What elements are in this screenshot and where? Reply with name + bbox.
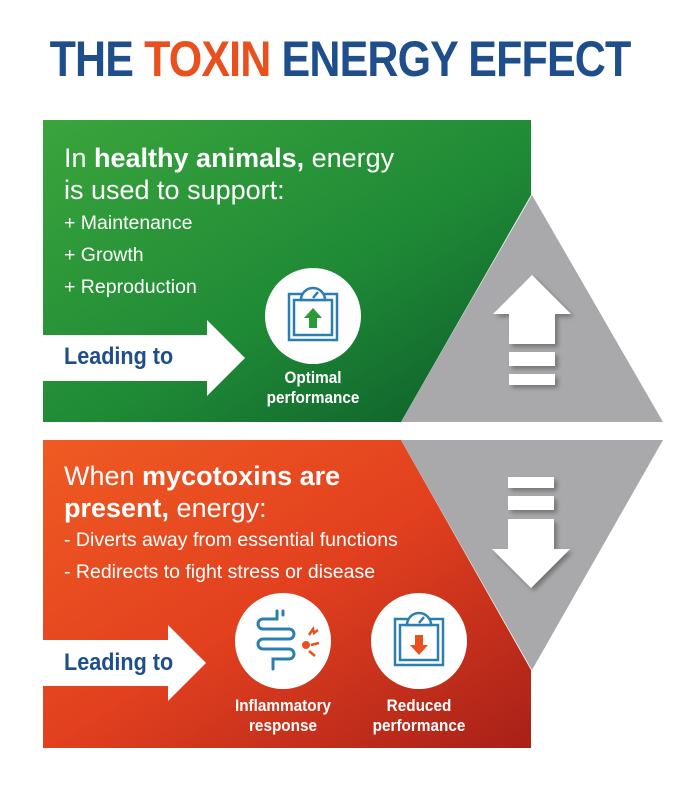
reduced-performance-label: Reduced performance <box>372 696 466 735</box>
leading-arrow-healthy <box>43 320 245 396</box>
scale-up-icon <box>265 268 361 364</box>
mycotoxin-heading: When mycotoxins are present, energy: <box>64 461 341 523</box>
down-arrow-icon <box>492 477 570 588</box>
leading-to-label: Leading to <box>64 343 174 370</box>
title-highlight: TOXIN <box>144 31 271 87</box>
scale-down-icon <box>371 593 467 689</box>
optimal-performance-label: Optimal performance <box>266 368 360 407</box>
healthy-item: + Reproduction <box>64 276 197 298</box>
healthy-item: + Growth <box>64 244 144 266</box>
page-title: THE TOXIN ENERGY EFFECT <box>49 31 632 87</box>
leading-arrow-mycotoxin <box>43 625 206 701</box>
up-arrow-icon <box>493 275 571 385</box>
intestine-inflammation-icon <box>235 593 331 689</box>
mycotoxin-item: - Diverts away from essential functions <box>64 529 398 551</box>
mycotoxin-item: - Redirects to fight stress or disease <box>64 561 376 583</box>
healthy-heading: In healthy animals, energy is used to su… <box>64 143 395 205</box>
healthy-item: + Maintenance <box>64 212 193 234</box>
leading-to-label: Leading to <box>64 649 174 676</box>
inflammatory-response-label: Inflammatory response <box>234 696 332 735</box>
